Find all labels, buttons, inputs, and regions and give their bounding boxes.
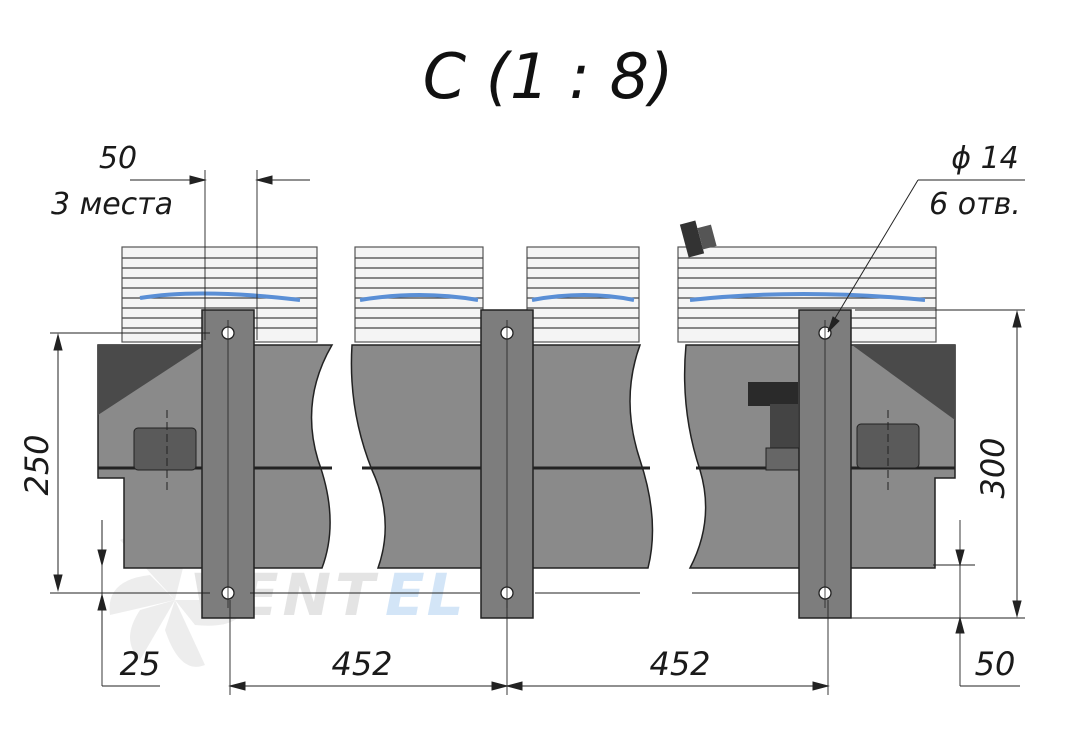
side-connector [748, 382, 801, 471]
mounting-bracket-1 [201, 309, 255, 619]
extension-lines [50, 170, 1025, 695]
mounting-bracket-3 [798, 309, 852, 619]
dim-hole-diameter: ϕ 14 [951, 141, 1019, 176]
mounting-bracket-2 [480, 309, 534, 619]
watermark: VENT EL [109, 535, 466, 667]
body-section-2 [350, 344, 489, 569]
mounting-brackets [201, 309, 852, 619]
body-section-3 [529, 344, 654, 569]
fan-grille-3 [526, 246, 640, 343]
dim-bracket-width: 50 [99, 141, 137, 176]
dim-offset-bottom-right: 50 [975, 645, 1016, 683]
dim-spacing-1: 452 [331, 645, 392, 683]
dim-hole-count: 6 отв. [929, 187, 1021, 222]
view-title: С (1 : 8) [423, 40, 674, 113]
fan-grille-group [121, 246, 937, 343]
top-connector [679, 220, 717, 258]
dim-bracket-count: 3 места [51, 187, 173, 222]
dimension-lines [53, 175, 1025, 691]
dim-offset-left: 25 [120, 645, 161, 683]
dim-spacing-2: 452 [649, 645, 710, 683]
watermark-text-el: EL [385, 561, 466, 629]
fan-grille-2 [354, 246, 484, 343]
dim-height-body: 250 [18, 434, 56, 495]
dim-height-total: 300 [974, 437, 1012, 498]
